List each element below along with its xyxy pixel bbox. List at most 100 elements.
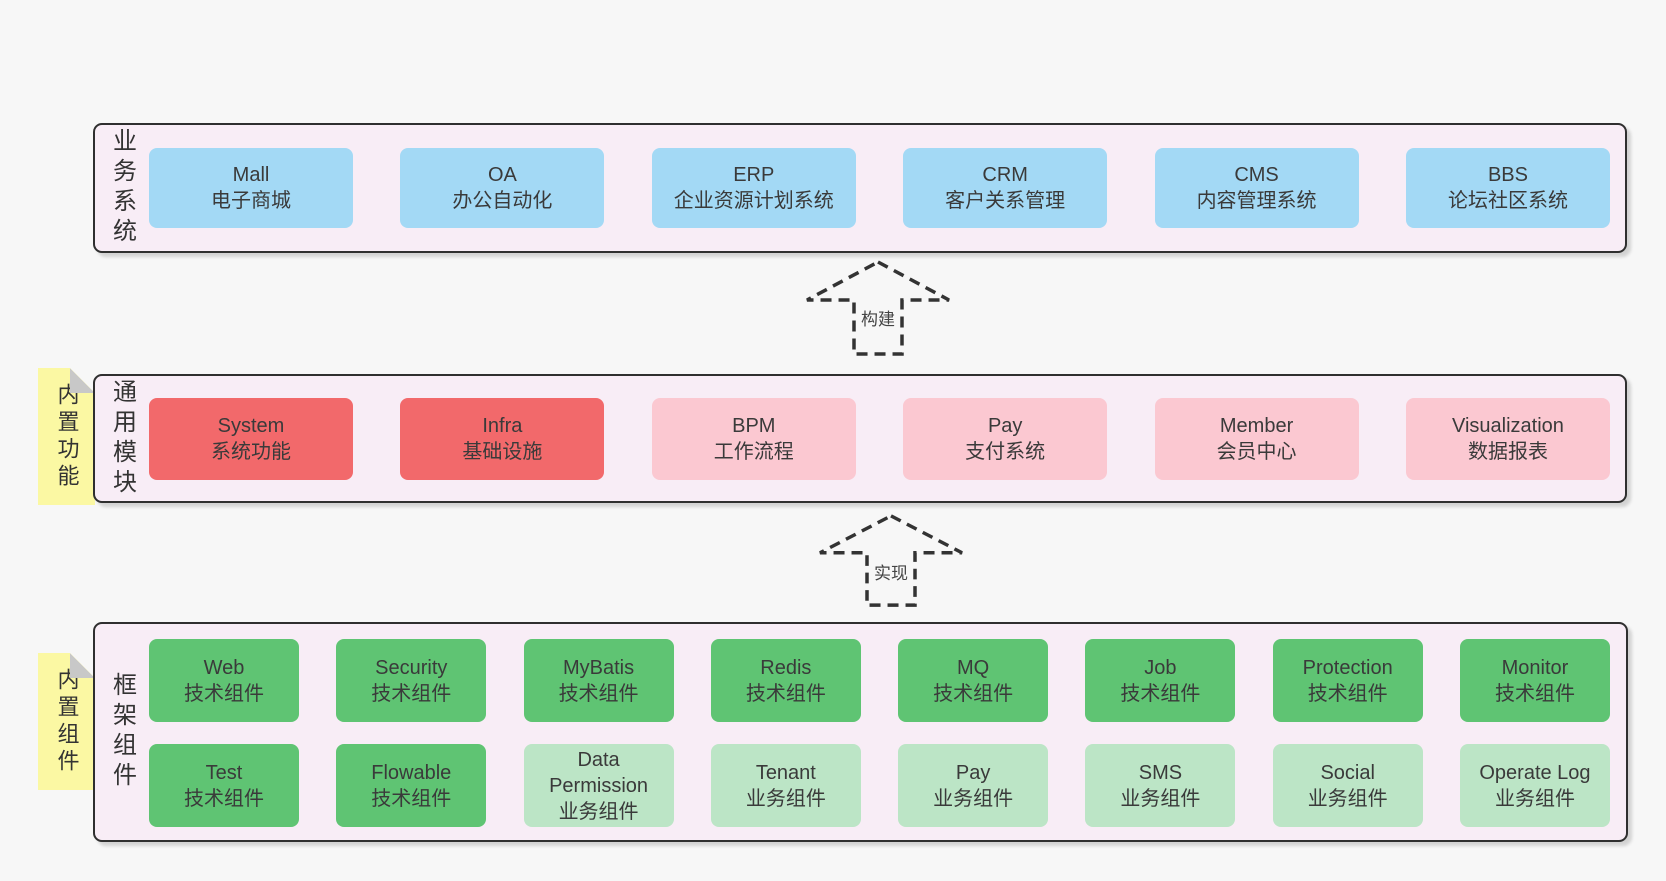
sticky-tab-label: 内置组件 bbox=[54, 667, 80, 776]
box-title: System bbox=[217, 414, 285, 437]
box-title: Infra bbox=[482, 414, 523, 437]
section-label-text: 通用模块 bbox=[108, 378, 136, 499]
implement-arrow: 实现 bbox=[816, 512, 966, 609]
system-box: CRM 客户关系管理 bbox=[903, 148, 1108, 228]
box-title: BBS bbox=[1487, 164, 1528, 186]
box-subtitle: 业务组件 bbox=[558, 800, 639, 823]
common-modules-panel: 通用模块 System 系统功能 Infra 基础设施 BPM 工作流程 Pay 支付系统 Me… bbox=[93, 374, 1627, 503]
section-label-text: 框架组件 bbox=[108, 672, 136, 792]
box-subtitle: 基础设施 bbox=[462, 440, 543, 463]
box-title: Security bbox=[375, 656, 448, 679]
box-subtitle: 工作流程 bbox=[713, 440, 794, 463]
module-box: BPM 工作流程 bbox=[651, 397, 856, 480]
box-title: MyBatis bbox=[563, 656, 635, 679]
module-box: System 系统功能 bbox=[149, 397, 353, 480]
box-subtitle: 业务组件 bbox=[1494, 787, 1575, 810]
system-box: ERP 企业资源计划系统 bbox=[651, 148, 856, 228]
box-title: Monitor bbox=[1501, 656, 1569, 679]
box-subtitle: 技术组件 bbox=[371, 682, 452, 705]
box-subtitle: 电子商城 bbox=[211, 190, 291, 212]
module-box: Infra 基础设施 bbox=[400, 397, 605, 480]
box-subtitle: 技术组件 bbox=[558, 682, 639, 705]
system-box: CMS 内容管理系统 bbox=[1154, 148, 1359, 228]
box-subtitle: 技术组件 bbox=[371, 787, 452, 810]
box-title: Data Permission bbox=[549, 748, 649, 797]
box-title: Web bbox=[203, 656, 245, 679]
box-title: OA bbox=[487, 164, 517, 186]
box-subtitle: 业务组件 bbox=[933, 787, 1014, 810]
build-arrow-label: 构建 bbox=[861, 310, 895, 329]
box-title: Redis bbox=[760, 656, 812, 679]
box-title: Member bbox=[1219, 414, 1294, 437]
module-box-row: System 系统功能 Infra 基础设施 BPM 工作流程 Pay 支付系统 Member 会… bbox=[149, 376, 1625, 501]
module-box: Pay 支付系统 bbox=[903, 397, 1108, 480]
box-title: CRM bbox=[982, 164, 1028, 186]
box-title: CMS bbox=[1234, 164, 1279, 186]
component-box: Web 技术组件 bbox=[149, 639, 299, 722]
component-box: Monitor 技术组件 bbox=[1459, 639, 1610, 722]
folded-corner-icon bbox=[70, 653, 95, 678]
box-subtitle: 技术组件 bbox=[933, 682, 1014, 705]
component-box: Security 技术组件 bbox=[336, 639, 487, 722]
system-box: OA 办公自动化 bbox=[400, 148, 605, 228]
component-box: MyBatis 技术组件 bbox=[523, 639, 674, 722]
up-arrow-icon bbox=[819, 513, 963, 607]
box-subtitle: 客户关系管理 bbox=[945, 190, 1066, 212]
box-title: SMS bbox=[1138, 761, 1183, 784]
box-subtitle: 论坛社区系统 bbox=[1447, 190, 1568, 212]
system-box: BBS 论坛社区系统 bbox=[1405, 148, 1610, 228]
box-subtitle: 企业资源计划系统 bbox=[673, 190, 834, 212]
box-subtitle: 办公自动化 bbox=[452, 190, 553, 212]
box-subtitle: 业务组件 bbox=[1307, 787, 1388, 810]
box-title: Pay bbox=[987, 414, 1023, 437]
box-subtitle: 技术组件 bbox=[1494, 682, 1575, 705]
component-box: Protection 技术组件 bbox=[1272, 639, 1423, 722]
box-subtitle: 系统功能 bbox=[211, 440, 291, 463]
folded-corner-icon bbox=[70, 368, 95, 393]
build-arrow: 构建 bbox=[803, 258, 953, 358]
component-box: SMS 业务组件 bbox=[1085, 744, 1236, 827]
section-label-modules: 通用模块 bbox=[95, 376, 149, 501]
box-subtitle: 技术组件 bbox=[184, 682, 264, 705]
box-title: Social bbox=[1320, 761, 1375, 784]
section-label-text: 业务系统 bbox=[108, 128, 136, 248]
up-arrow-icon bbox=[806, 260, 950, 356]
component-box: Test 技术组件 bbox=[149, 744, 299, 827]
section-label-components: 框架组件 bbox=[95, 624, 149, 840]
sticky-tab-label: 内置功能 bbox=[54, 382, 80, 491]
framework-components-panel: 框架组件 Web 技术组件 Security 技术组件 MyBatis 技术组件 Redis… bbox=[93, 622, 1628, 842]
box-subtitle: 业务组件 bbox=[1120, 787, 1201, 810]
box-title: Visualization bbox=[1451, 414, 1564, 437]
box-title: Test bbox=[205, 761, 243, 784]
component-box: Data Permission 业务组件 bbox=[523, 744, 674, 827]
box-subtitle: 技术组件 bbox=[745, 682, 826, 705]
box-title: MQ bbox=[957, 656, 990, 679]
box-title: ERP bbox=[733, 164, 775, 186]
box-subtitle: 支付系统 bbox=[965, 440, 1046, 463]
sticky-tab-built-in-components: 内置组件 bbox=[38, 653, 95, 790]
box-subtitle: 内容管理系统 bbox=[1196, 190, 1317, 212]
box-subtitle: 技术组件 bbox=[184, 787, 264, 810]
box-title: Pay bbox=[955, 761, 991, 784]
box-subtitle: 会员中心 bbox=[1216, 440, 1297, 463]
box-title: Tenant bbox=[755, 761, 816, 784]
box-subtitle: 技术组件 bbox=[1307, 682, 1388, 705]
box-subtitle: 数据报表 bbox=[1467, 440, 1548, 463]
sticky-tab-built-in-features: 内置功能 bbox=[38, 368, 95, 505]
box-title: Protection bbox=[1302, 656, 1393, 679]
box-title: BPM bbox=[732, 414, 776, 437]
module-box: Visualization 数据报表 bbox=[1405, 397, 1610, 480]
box-title: Job bbox=[1144, 656, 1177, 679]
component-box: MQ 技术组件 bbox=[898, 639, 1049, 722]
